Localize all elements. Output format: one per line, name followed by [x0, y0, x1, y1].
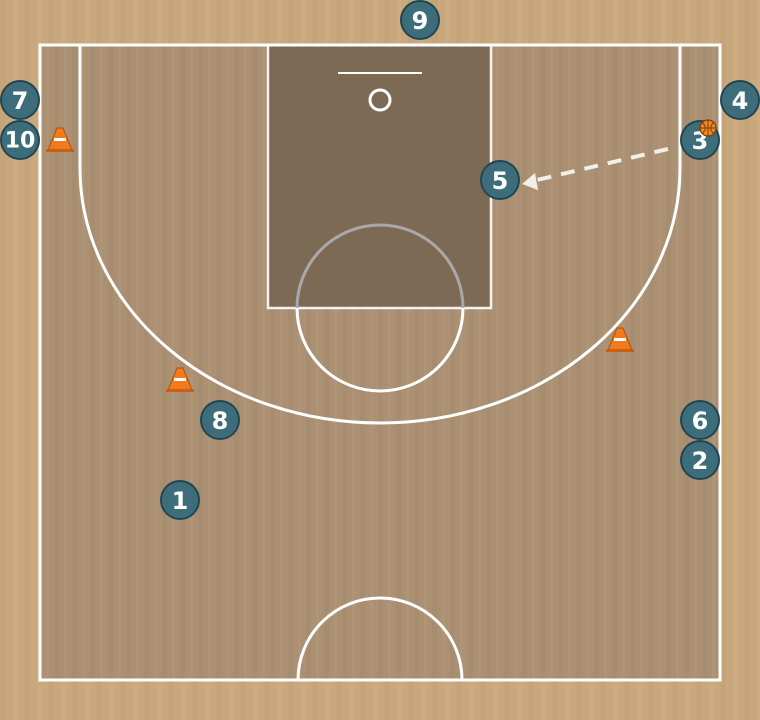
- player-label: 5: [492, 167, 509, 195]
- player-label: 8: [212, 407, 229, 435]
- player-label: 4: [732, 87, 749, 115]
- player-9[interactable]: 9: [400, 0, 440, 40]
- free-throw-circle-top: [295, 223, 465, 309]
- court-lines: [38, 43, 722, 682]
- player-8[interactable]: 8: [200, 400, 240, 440]
- center-circle: [296, 596, 464, 681]
- player-label: 9: [412, 7, 429, 35]
- cone: [606, 327, 634, 352]
- three-point-line: [78, 45, 682, 425]
- cone: [46, 127, 74, 152]
- player-10[interactable]: 10: [0, 120, 40, 160]
- player-1[interactable]: 1: [160, 480, 200, 520]
- basketball-icon: [699, 119, 717, 137]
- player-label: 6: [692, 407, 709, 435]
- player-6[interactable]: 6: [680, 400, 720, 440]
- rim: [368, 88, 392, 112]
- player-label: 1: [172, 487, 189, 515]
- paint-area: [268, 45, 491, 308]
- player-2[interactable]: 2: [680, 440, 720, 480]
- pass-arrow: [522, 147, 669, 190]
- cone: [166, 367, 194, 392]
- player-label: 10: [5, 129, 36, 154]
- free-throw-circle-bottom: [295, 307, 465, 393]
- player-label: 7: [12, 87, 29, 115]
- player-label: 2: [692, 447, 709, 475]
- player-7[interactable]: 7: [0, 80, 40, 120]
- player-5[interactable]: 5: [480, 160, 520, 200]
- player-4[interactable]: 4: [720, 80, 760, 120]
